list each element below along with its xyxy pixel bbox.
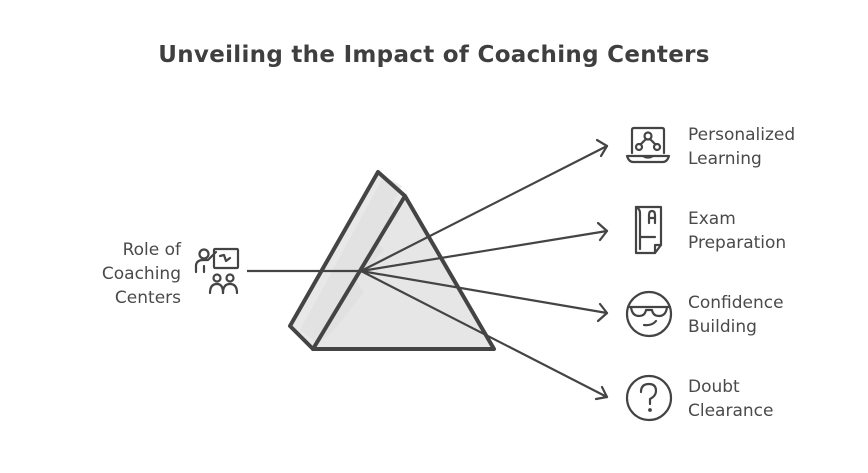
teacher-presentation-icon xyxy=(194,247,240,295)
output-label-line: Preparation xyxy=(688,233,787,253)
laptop-network-icon xyxy=(625,126,671,164)
output-label-line: Learning xyxy=(688,149,762,169)
output-label-line: Clearance xyxy=(688,401,774,421)
output-label-exam-preparation: Exam Preparation xyxy=(688,207,786,255)
source-label: Role of Coaching Centers xyxy=(60,238,181,310)
output-label-line: Building xyxy=(688,317,757,337)
output-beams xyxy=(359,138,609,401)
output-label-line: Doubt xyxy=(688,377,740,397)
output-label-line: Exam xyxy=(688,209,736,229)
output-label-line: Confidence xyxy=(688,293,784,313)
source-label-line: Centers xyxy=(114,288,181,308)
cool-face-sunglasses-icon xyxy=(625,290,673,338)
diagram-title: Unveiling the Impact of Coaching Centers xyxy=(158,42,710,68)
source-label-line: Coaching xyxy=(101,264,181,284)
output-label-line: Personalized xyxy=(688,125,796,145)
prism-shape xyxy=(288,170,496,351)
output-label-confidence-building: Confidence Building xyxy=(688,291,784,339)
output-label-doubt-clearance: Doubt Clearance xyxy=(688,375,773,423)
question-circle-icon xyxy=(625,374,673,422)
output-label-personalized-learning: Personalized Learning xyxy=(688,123,795,171)
source-label-line: Role of xyxy=(122,240,181,260)
exam-paper-icon xyxy=(634,205,663,255)
